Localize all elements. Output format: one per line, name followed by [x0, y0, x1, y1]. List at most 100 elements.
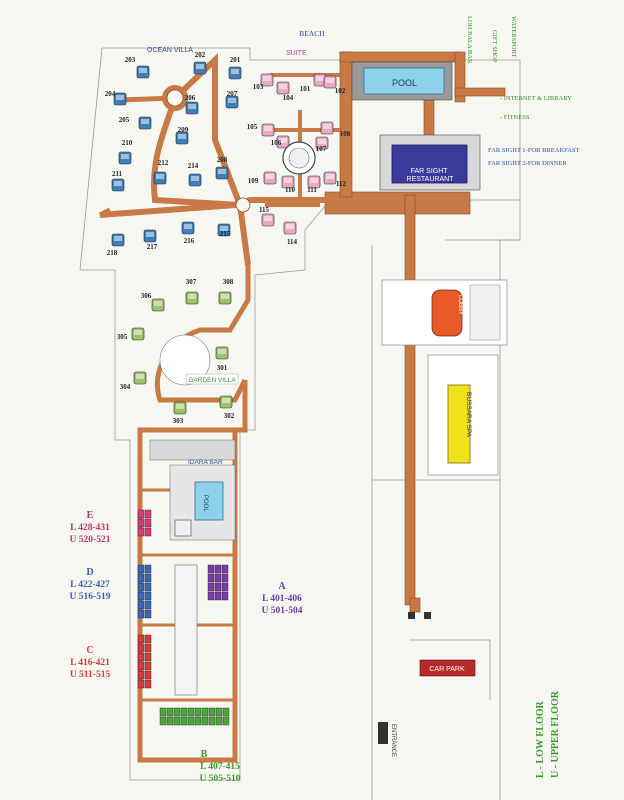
legend-block-c: C L 416-421 U 511-515 [70, 645, 111, 680]
unit-number: 201 [230, 56, 241, 64]
ocean-villa-209: 209 [175, 126, 189, 145]
gift-shop-label: GIFT SHOP [491, 30, 498, 63]
ocean-villa-208: 208 [215, 156, 229, 180]
lobby-label: LOBBY [457, 295, 463, 315]
suite-105: 105 [247, 123, 275, 137]
svg-text:L 401-406: L 401-406 [262, 594, 302, 604]
unit-number: 302 [224, 412, 235, 420]
legend-block-b: B L 407-415 U 505-510 [200, 749, 241, 784]
unit-number: 214 [188, 162, 199, 170]
garden-villa-302: 302 [219, 395, 235, 420]
ocean-villa-205: 205 [119, 116, 152, 130]
beach-label: BEACH [299, 29, 325, 38]
suite-101: 101 [300, 73, 327, 93]
ocean-villa-216: 216 [181, 221, 195, 245]
entrance-label: ENTRANCE [390, 724, 396, 757]
ocean-villa-214: 214 [188, 162, 202, 187]
unit-number: 104 [283, 94, 294, 102]
site-outline [79, 47, 521, 800]
ocean-villa-210: 210 [118, 139, 133, 165]
svg-text:A: A [278, 581, 286, 592]
suite-112: 112 [323, 171, 347, 188]
ocean-villa-204: 204 [105, 90, 127, 106]
internet-library-label: - INTERNET & LIBRARY [500, 95, 572, 102]
garden-villa-label: GARDEN VILLA [188, 377, 236, 384]
unit-number: 112 [336, 180, 347, 188]
block-c [137, 634, 152, 689]
suite-110: 110 [281, 175, 296, 194]
main-pool: POOL [351, 61, 453, 101]
ocean-villa-218: 218 [107, 233, 125, 257]
loh-bala-bar-label: LOH BALA BAR [466, 16, 473, 64]
svg-text:C: C [86, 645, 93, 656]
ocean-villa-202: 202 [193, 51, 207, 75]
suite-label: SUITE [286, 50, 307, 57]
unit-number: 111 [307, 186, 317, 194]
unit-number: 110 [285, 186, 296, 194]
car-park-label: CAR PARK [429, 666, 465, 673]
far-sight-breakfast-label: FAR SIGHT 1-FOR BREAKFAST [488, 147, 580, 154]
unit-number: 205 [119, 116, 130, 124]
watersport-label: WATERSPORT [510, 16, 517, 58]
suite-106: 106 [271, 135, 290, 149]
block-b [159, 707, 230, 726]
unit-number: 115 [259, 206, 270, 214]
restaurant-label: FAR SIGHT RESTAURANT [407, 168, 455, 183]
unit-number: 304 [120, 383, 131, 391]
unit-number: 203 [125, 56, 136, 64]
ocean-villa-215: 215 [217, 223, 231, 238]
unit-number: 101 [300, 85, 311, 93]
svg-text:U 505-510: U 505-510 [200, 774, 241, 784]
unit-number: 107 [316, 145, 327, 153]
unit-number: 103 [253, 83, 264, 91]
garden-villa-301: 301 [215, 346, 229, 372]
unit-number: 215 [220, 230, 231, 238]
ocean-villa-203: 203 [125, 56, 150, 79]
ocean-villa-label: OCEAN VILLA [147, 47, 193, 54]
idara-bar-label: IDARA BAR [188, 459, 223, 466]
unit-number: 209 [178, 126, 189, 134]
ocean-villa-211: 211 [111, 170, 125, 192]
svg-text:L 428-431: L 428-431 [70, 523, 110, 533]
legend-block-a: A L 401-406 U 501-504 [262, 581, 303, 616]
svg-text:B: B [201, 749, 208, 760]
unit-number: 109 [248, 177, 259, 185]
suite-109: 109 [248, 171, 277, 185]
unit-number: 212 [158, 159, 169, 167]
unit-number: 106 [271, 139, 282, 147]
unit-number: 208 [217, 156, 228, 164]
svg-text:U 520-521: U 520-521 [70, 535, 111, 545]
svg-text:U 516-519: U 516-519 [70, 592, 111, 602]
pool-label: POOL [392, 78, 417, 88]
unit-number: 301 [217, 364, 228, 372]
svg-text:U 501-504: U 501-504 [262, 606, 303, 616]
garden-villa-306: 306 [141, 292, 165, 312]
unit-number: 114 [287, 238, 298, 246]
garden-villa-308: 308 [218, 278, 234, 305]
svg-text:U - UPPER FLOOR: U - UPPER FLOOR [550, 690, 561, 778]
garden-villa-303: 303 [173, 401, 187, 425]
spa-area: BUSSARA SPA [427, 354, 499, 476]
unit-number: 303 [173, 417, 184, 425]
svg-text:L 416-421: L 416-421 [70, 658, 110, 668]
garden-villa-307: 307 [185, 278, 199, 305]
ocean-villa-217: 217 [143, 229, 158, 251]
block-e [137, 509, 152, 537]
unit-number: 211 [112, 170, 123, 178]
svg-text:L - LOW FLOOR: L - LOW FLOOR [535, 700, 546, 778]
far-sight-dinner-label: FAR SIGHT 2-FOR DINNER [488, 160, 567, 167]
block-a [207, 564, 229, 601]
ocean-villa-207: 207 [225, 90, 239, 109]
ocean-villa-201: 201 [228, 56, 242, 80]
suite-108: 108 [320, 121, 351, 138]
suite-114: 114 [283, 221, 298, 246]
svg-text:D: D [86, 567, 93, 578]
floor-legend: L - LOW FLOOR U - UPPER FLOOR [535, 690, 561, 778]
svg-text:U 511-515: U 511-515 [70, 670, 111, 680]
unit-number: 218 [107, 249, 118, 257]
unit-number: 216 [184, 237, 195, 245]
pool2-label: POOL [202, 495, 208, 512]
unit-number: 305 [117, 333, 128, 341]
